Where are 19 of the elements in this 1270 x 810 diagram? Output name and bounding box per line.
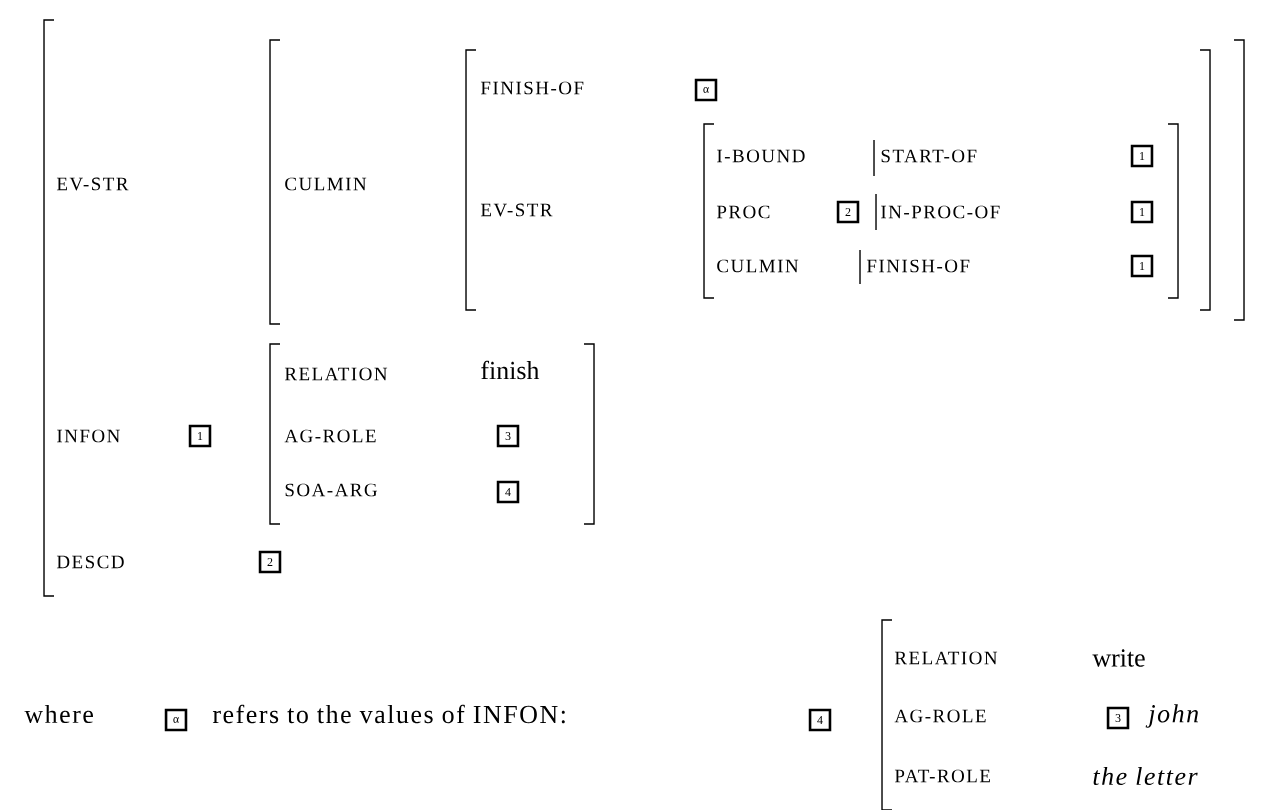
feature-name: FINISH-OF (866, 259, 970, 273)
feature-name: I-BOUND (717, 149, 805, 163)
feature-name: SOA-ARG (285, 483, 378, 497)
feature-name: AG-ROLE (284, 429, 376, 443)
feature-name: PAT-ROLE (894, 769, 990, 783)
feature-name: CULMIN (717, 259, 799, 273)
caption-text: refers to the values of INFON: (212, 704, 565, 724)
feature-name: PROC (716, 205, 770, 219)
feature-name: AG-ROLE (894, 709, 986, 723)
value-text: the letter (1093, 766, 1198, 786)
feature-name: EV-STR (56, 177, 129, 191)
feature-name: RELATION (894, 651, 998, 665)
feature-name: FINISH-OF (480, 81, 584, 95)
feature-name: RELATION (284, 367, 388, 381)
value-text: john (1145, 704, 1199, 728)
feature-name: CULMIN (285, 177, 367, 191)
feature-name: DESCD (56, 555, 124, 569)
feature-name: EV-STR (480, 203, 553, 217)
feature-name: IN-PROC-OF (881, 205, 1000, 219)
